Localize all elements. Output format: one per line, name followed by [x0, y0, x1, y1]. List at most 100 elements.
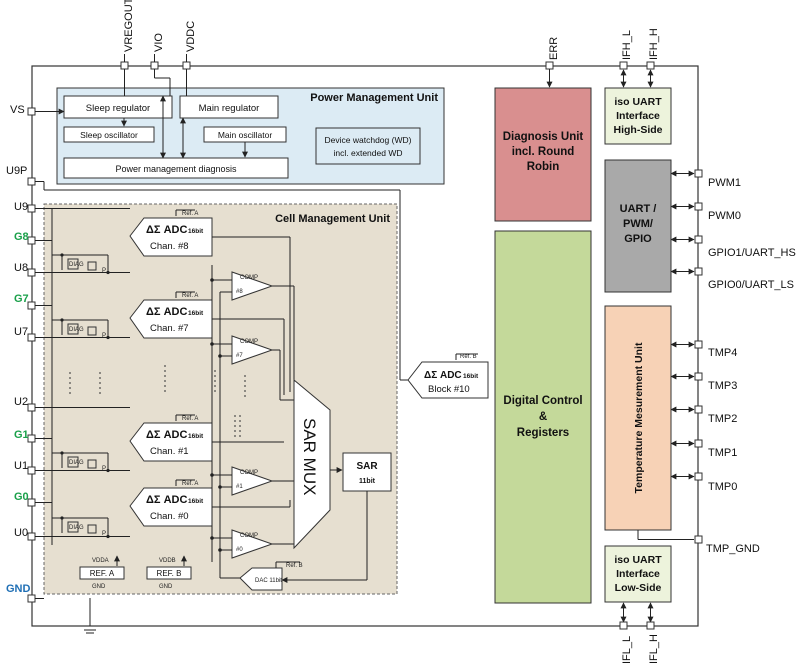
pin-u1: U1: [14, 460, 28, 472]
pin-ifh-h: IFH_H: [648, 28, 660, 60]
adc-block-10: ΔΣ ADC 16bit Block #10 Ref. B: [407, 353, 489, 399]
pin-pwm0: PWM0: [708, 210, 741, 222]
temp-unit-label: Temperature Mesurement Unit: [633, 342, 645, 493]
upg-line3: GPIO: [624, 233, 652, 245]
adc0-label: ΔΣ ADC: [146, 494, 187, 506]
pin-vio: VIO: [153, 33, 165, 52]
adc10-block: Block #10: [428, 384, 470, 395]
adc0-chan: Chan. #0: [150, 511, 189, 522]
sar-mux-label: SAR MUX: [300, 418, 319, 495]
left-pins: VS U9P U9 G8 U8 G7 U7 U2 G1 U1 G0 U0 GND: [6, 104, 408, 603]
top-pins: VREGOUT VIO VDDC ERR IFH_L IFH_H: [120, 0, 660, 70]
cell-management-unit: Cell Management Unit ΔΣ ADC 16bit Chan. …: [35, 203, 398, 634]
pin-g8: G8: [14, 231, 29, 243]
uarth-line1: iso UART: [614, 96, 662, 108]
adc1-chan: Chan. #1: [150, 446, 189, 457]
adc8-ref: Ref. A: [182, 211, 198, 217]
dac-ref: Ref. B: [286, 563, 303, 569]
balancing-cell-0: DIAG P: [52, 516, 110, 539]
balancing-cell-7: DIAG P: [52, 318, 110, 340]
main-oscillator: Main oscillator: [218, 130, 272, 140]
uarth-line3: High-Side: [614, 124, 663, 136]
main-regulator: Main regulator: [199, 103, 260, 114]
digital-line1: Digital Control: [503, 395, 582, 407]
comp0-num: #0: [236, 547, 243, 553]
upg-line2: PWM/: [623, 218, 653, 230]
pin-tmp4: TMP4: [708, 347, 737, 359]
watchdog-line2: incl. extended WD: [334, 148, 403, 158]
pin-gpio0: GPIO0/UART_LS: [708, 279, 794, 291]
pin-u9p: U9P: [6, 165, 27, 177]
pin-u0: U0: [14, 527, 28, 539]
pin-tmp2: TMP2: [708, 413, 737, 425]
diag-7: DIAG: [69, 327, 84, 333]
sar-bits: 11bit: [359, 478, 376, 485]
pin-g7: G7: [14, 293, 29, 305]
temperature-measurement-unit: Temperature Mesurement Unit: [604, 305, 672, 531]
pin-tmp-gnd: TMP_GND: [706, 543, 760, 555]
pin-ifh-l: IFH_L: [621, 30, 633, 60]
sleep-oscillator: Sleep oscillator: [80, 130, 138, 140]
uarth-line2: Interface: [616, 110, 660, 122]
right-pins: PWM1 PWM0 GPIO1/UART_HS GPIO0/UART_LS TM…: [637, 169, 796, 555]
pin-pwm1: PWM1: [708, 177, 741, 189]
upg-line1: UART /: [620, 203, 657, 215]
adc0-ref: Ref. A: [182, 481, 198, 487]
p-7: P: [102, 333, 106, 339]
adc7-bits: 16bit: [188, 310, 204, 317]
power-management-unit: Power Management Unit Sleep regulator Ma…: [56, 69, 445, 185]
diag-1: DIAG: [69, 460, 84, 466]
bottom-pins: IFL_L IFL_H: [619, 621, 660, 664]
diag-line1: Diagnosis Unit: [503, 131, 584, 143]
pin-g0: G0: [14, 491, 29, 503]
adc1-bits: 16bit: [188, 433, 204, 440]
uart-pwm-gpio: UART / PWM/ GPIO: [604, 159, 672, 293]
pin-tmp1: TMP1: [708, 447, 737, 459]
adc7-label: ΔΣ ADC: [146, 306, 187, 318]
adc8-bits: 16bit: [188, 228, 204, 235]
adc7-ref: Ref. A: [182, 293, 198, 299]
pin-gpio1: GPIO1/UART_HS: [708, 247, 796, 259]
adc1-label: ΔΣ ADC: [146, 429, 187, 441]
diag-line3: Robin: [527, 161, 560, 173]
diag-line2: incl. Round: [512, 146, 575, 158]
pm-diagnosis: Power management diagnosis: [115, 164, 237, 174]
pin-u2: U2: [14, 396, 28, 408]
pin-u8: U8: [14, 262, 28, 274]
comp8-num: #8: [236, 289, 243, 295]
balancing-cell-8: DIAG P: [52, 253, 110, 275]
uartl-line3: Low-Side: [615, 582, 662, 594]
pin-tmp3: TMP3: [708, 380, 737, 392]
sar-label: SAR: [356, 461, 378, 472]
pin-gnd: GND: [6, 583, 31, 595]
p-0: P: [102, 531, 106, 537]
dac-label: DAC 11bit: [255, 578, 282, 584]
ref-b-gnd: GND: [159, 584, 173, 590]
ref-b-box: REF. B: [157, 569, 182, 578]
sleep-regulator: Sleep regulator: [86, 103, 150, 114]
adc1-ref: Ref. A: [182, 416, 198, 422]
ref-b-vdd: VDDB: [159, 558, 176, 564]
pin-ifl-l: IFL_L: [621, 636, 633, 664]
iso-uart-high-side: iso UART Interface High-Side: [604, 69, 672, 145]
adc10-label: ΔΣ ADC: [424, 370, 462, 381]
diagnosis-unit: Diagnosis Unit incl. Round Robin: [494, 69, 592, 222]
adc8-chan: Chan. #8: [150, 241, 189, 252]
comp7-label: COMP: [240, 339, 258, 345]
p-1: P: [102, 466, 106, 472]
p-8: P: [102, 268, 106, 274]
digital-line3: Registers: [517, 427, 569, 439]
comp1-num: #1: [236, 484, 243, 490]
uartl-line1: iso UART: [614, 554, 662, 566]
digital-line2: &: [539, 411, 547, 423]
diag-0: DIAG: [69, 525, 84, 531]
adc10-ref: Ref. B: [460, 354, 477, 360]
adc10-bits: 16bit: [463, 373, 479, 380]
pin-err: ERR: [548, 37, 560, 60]
pin-ifl-h: IFL_H: [648, 634, 660, 664]
pin-vs: VS: [10, 104, 25, 116]
adc7-chan: Chan. #7: [150, 323, 189, 334]
adc0-bits: 16bit: [188, 498, 204, 505]
